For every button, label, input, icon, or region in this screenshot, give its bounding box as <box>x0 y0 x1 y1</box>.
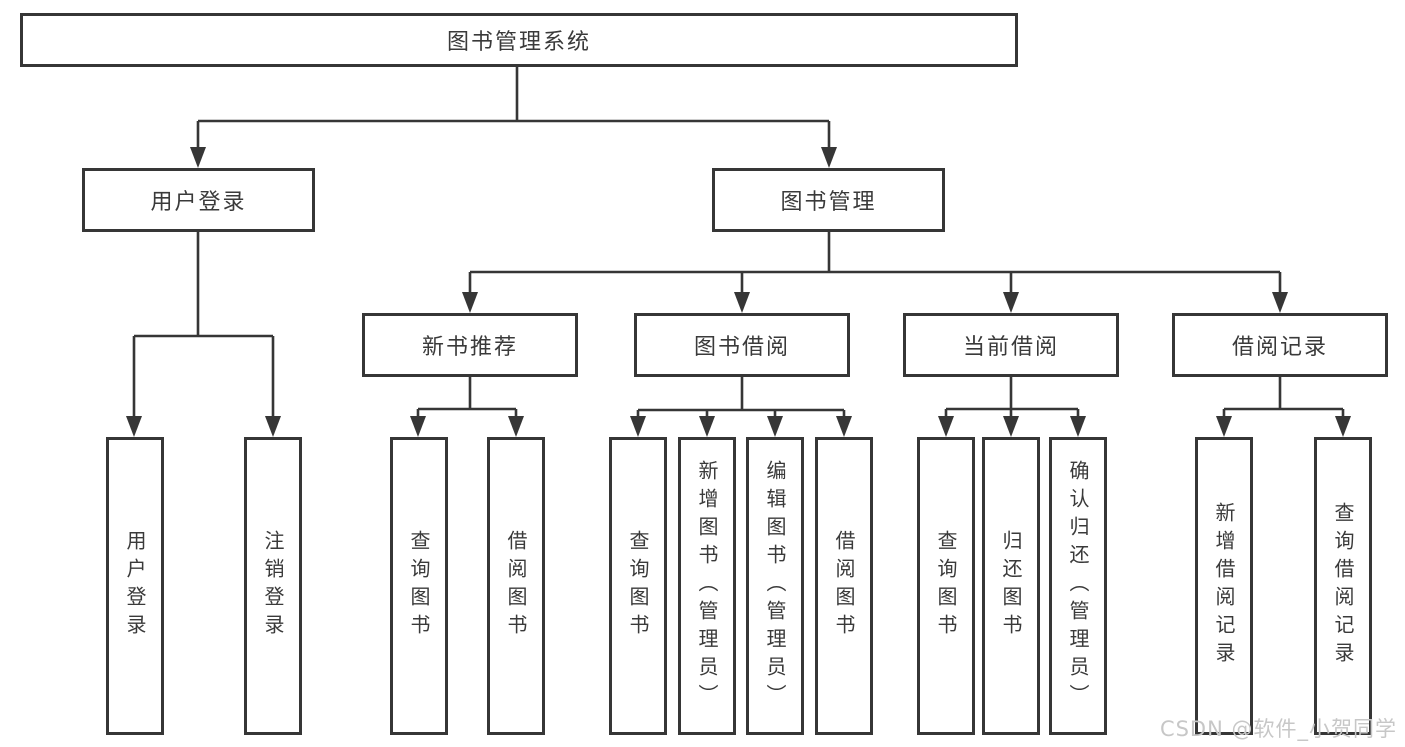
connector-borrow-records-children <box>1216 377 1351 437</box>
leaf-borrow-add-books-admin: 新增图书（管理员） <box>678 437 736 735</box>
node-current-borrow: 当前借阅 <box>903 313 1119 377</box>
connector-new-book-recommend-children <box>410 377 524 437</box>
node-book-management: 图书管理 <box>712 168 945 232</box>
csdn-watermark: CSDN @软件_小贺同学 <box>1159 717 1397 741</box>
leaf-current-confirm-return-admin: 确认归还（管理员） <box>1049 437 1107 735</box>
node-borrow-records: 借阅记录 <box>1172 313 1388 377</box>
connector-book-management-children <box>462 232 1288 313</box>
leaf-current-query-books-label: 查询图书 <box>934 530 958 642</box>
leaf-borrow-query-books: 查询图书 <box>609 437 667 735</box>
connector-user-login-children <box>126 232 281 437</box>
leaf-current-query-books: 查询图书 <box>917 437 975 735</box>
leaf-logout: 注销登录 <box>244 437 302 735</box>
connector-root-to-level2 <box>190 67 837 168</box>
leaf-recommend-borrow-books: 借阅图书 <box>487 437 545 735</box>
leaf-user-login: 用户登录 <box>106 437 164 735</box>
leaf-records-query-record-label: 查询借阅记录 <box>1331 502 1355 670</box>
leaf-recommend-query-books-label: 查询图书 <box>407 530 431 642</box>
node-borrow-records-label: 借阅记录 <box>1231 335 1328 360</box>
node-user-login: 用户登录 <box>82 168 315 232</box>
connector-book-borrow-children <box>630 377 852 437</box>
leaf-records-query-record: 查询借阅记录 <box>1314 437 1372 735</box>
connector-current-borrow-children <box>938 377 1086 437</box>
leaf-borrow-edit-books-admin-label: 编辑图书（管理员） <box>763 460 787 712</box>
node-book-management-label: 图书管理 <box>780 190 877 215</box>
leaf-recommend-borrow-books-label: 借阅图书 <box>504 530 528 642</box>
node-book-borrow: 图书借阅 <box>634 313 850 377</box>
leaf-borrow-borrow-books-label: 借阅图书 <box>832 530 856 642</box>
leaf-borrow-query-books-label: 查询图书 <box>626 530 650 642</box>
node-user-login-label: 用户登录 <box>150 190 247 215</box>
leaf-borrow-add-books-admin-label: 新增图书（管理员） <box>695 460 719 712</box>
node-current-borrow-label: 当前借阅 <box>962 335 1059 360</box>
node-new-book-recommend-label: 新书推荐 <box>421 335 518 360</box>
leaf-borrow-borrow-books: 借阅图书 <box>815 437 873 735</box>
node-new-book-recommend: 新书推荐 <box>362 313 578 377</box>
leaf-records-add-record-label: 新增借阅记录 <box>1212 502 1236 670</box>
leaf-recommend-query-books: 查询图书 <box>390 437 448 735</box>
node-root-system: 图书管理系统 <box>20 13 1018 67</box>
node-book-borrow-label: 图书借阅 <box>693 335 790 360</box>
leaf-current-confirm-return-admin-label: 确认归还（管理员） <box>1066 460 1090 712</box>
leaf-current-return-books-label: 归还图书 <box>999 530 1023 642</box>
node-root-system-label: 图书管理系统 <box>446 30 591 55</box>
leaf-records-add-record: 新增借阅记录 <box>1195 437 1253 735</box>
leaf-user-login-label: 用户登录 <box>123 530 147 642</box>
leaf-current-return-books: 归还图书 <box>982 437 1040 735</box>
leaf-logout-label: 注销登录 <box>261 530 285 642</box>
leaf-borrow-edit-books-admin: 编辑图书（管理员） <box>746 437 804 735</box>
